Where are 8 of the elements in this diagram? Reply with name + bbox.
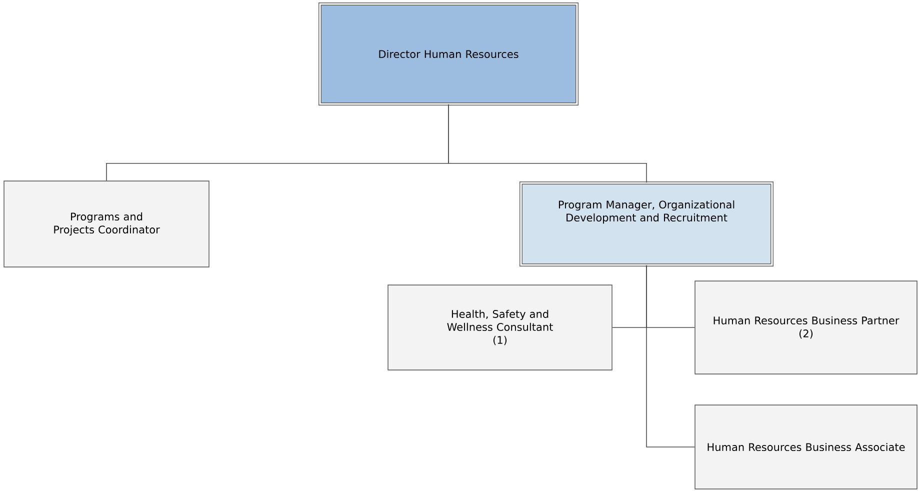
position-box: Health, Safety and Wellness Consultant (1) [388,284,612,370]
position-box: Human Resources Business Partner (2) [694,280,918,374]
connector-line [646,264,696,448]
position-box: Programs and Projects Coordinator [4,180,210,268]
position-box: Program Manager, Organizational Development and Recruitment [520,182,774,266]
position-box: Human Resources Business Associate [694,404,918,490]
connector-line [448,104,647,184]
position-box: Director Human Resources [318,2,578,106]
